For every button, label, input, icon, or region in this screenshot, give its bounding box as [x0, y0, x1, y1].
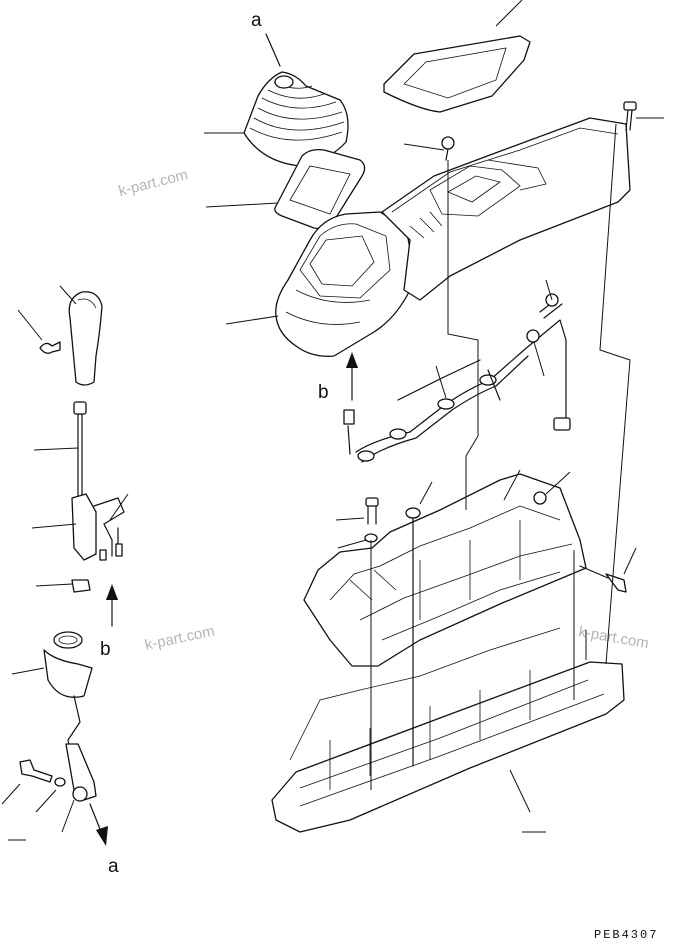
- leader-line: [335, 517, 365, 521]
- rubber-boot: [243, 71, 349, 167]
- knob-pin: [39, 341, 61, 354]
- leader-line: [337, 539, 367, 549]
- arm-washer: [54, 777, 66, 787]
- leader-line: [205, 202, 279, 208]
- leader-line: [509, 769, 531, 813]
- boot-gasket: [274, 148, 366, 230]
- side-bolt: [579, 565, 627, 593]
- assembly-line: [447, 160, 479, 510]
- leader-line: [33, 447, 79, 451]
- lever-rod: [73, 401, 87, 499]
- leader-line: [31, 523, 77, 529]
- console-front-cover: [275, 211, 412, 357]
- arrow-a-bottom: [89, 803, 108, 846]
- lever-housing: [43, 631, 93, 767]
- arm-bolt: [19, 759, 53, 783]
- lever-knob: [68, 291, 103, 386]
- watermark: k-part.com: [117, 166, 190, 200]
- callout-b-left: b: [100, 639, 111, 660]
- watermark: k-part.com: [143, 623, 216, 654]
- lever-arm: [65, 743, 97, 802]
- leader-line: [35, 583, 73, 587]
- lever-bracket: [71, 493, 125, 561]
- leader-line: [403, 143, 445, 151]
- leader-line: [17, 309, 43, 341]
- leader-line: [59, 285, 77, 305]
- arrow-b-left: [106, 584, 118, 627]
- leader-line: [503, 469, 521, 501]
- callout-a-bottom: a: [108, 856, 119, 877]
- leader-line: [1, 783, 21, 805]
- leader-line: [225, 315, 279, 325]
- leader-line: [545, 279, 553, 301]
- console-base: [271, 627, 625, 833]
- leader-line: [495, 0, 523, 27]
- lever-nut: [71, 579, 91, 593]
- assembly-line: [533, 341, 545, 377]
- leader-line: [109, 493, 129, 521]
- leader-line: [545, 471, 571, 495]
- leader-line: [435, 365, 447, 399]
- leader-line: [11, 667, 45, 675]
- rear-bolt: [623, 101, 637, 131]
- assembly-line: [599, 123, 631, 665]
- callout-a-top: a: [251, 10, 262, 31]
- drawing-code: PEB4307: [594, 928, 658, 942]
- wiring-harness: [343, 319, 571, 463]
- arrow-a-top: [265, 33, 281, 67]
- housing-screw: [441, 136, 455, 161]
- harness-clip: [526, 293, 563, 343]
- leader-line: [419, 481, 433, 505]
- console-lower-frame: [303, 473, 587, 667]
- assembly-line: [573, 550, 587, 700]
- console-rear-housing: [381, 117, 631, 301]
- callout-b-right: b: [318, 382, 329, 403]
- leader-line: [35, 789, 57, 813]
- leader-line: [61, 799, 75, 833]
- frame-screw: [405, 507, 421, 767]
- frame-bolt: [365, 497, 379, 525]
- leader-line: [623, 547, 637, 575]
- storage-tray: [383, 35, 531, 113]
- arrow-b-right: [346, 352, 358, 401]
- frame-nut: [533, 491, 547, 505]
- watermark: k-part.com: [577, 623, 650, 652]
